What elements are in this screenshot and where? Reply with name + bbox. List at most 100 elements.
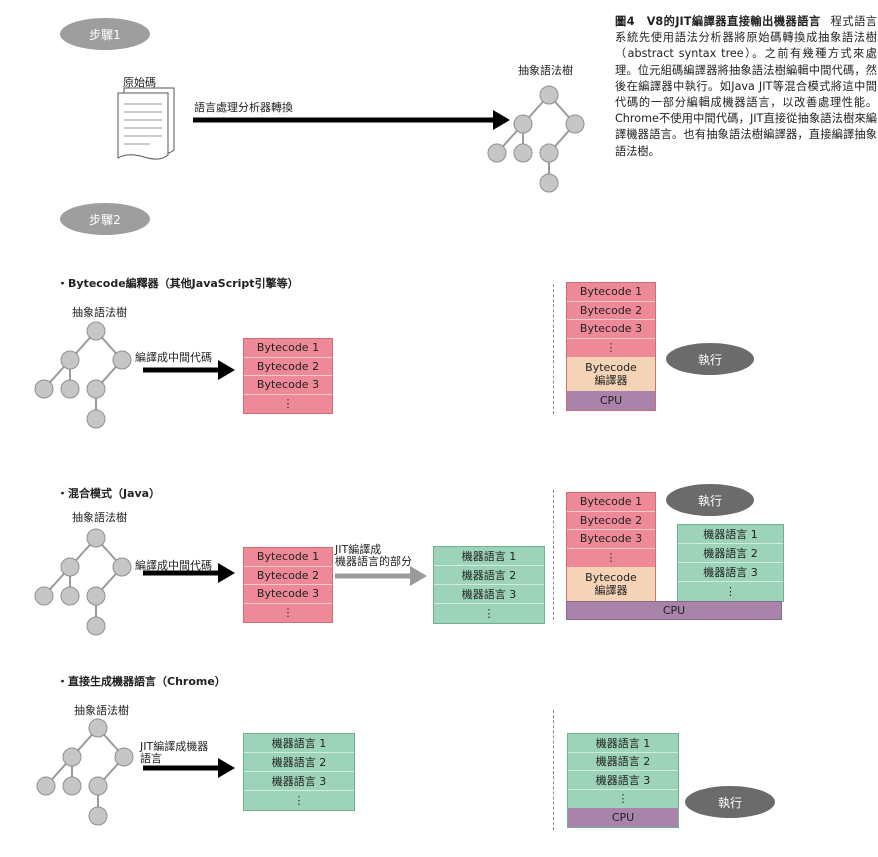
bytecode-compiler-box: Bytecode 編譯器 [567,567,655,601]
arrow-section1 [143,360,235,380]
syntax-tree-step1 [487,85,585,193]
section1-arrow-label: 編譯成中間代碼 [135,351,212,364]
tree-node [86,409,106,429]
tree-node [88,776,108,796]
bytecode-row: Bytecode 3 [244,376,332,395]
machine-code-row: 機器語言 3 [678,563,783,582]
compiler-label-line1: Bytecode [585,571,637,584]
execute-badge-section1: 執行 [666,343,754,375]
tree-node [86,321,106,341]
section1-title: ・Bytecode編釋器（其他JavaScript引擎等） [57,277,299,290]
tree-node [513,143,533,163]
tree-node [539,85,559,105]
arrow-step1 [193,110,510,130]
source-code-label: 原始碼 [123,76,156,89]
compiler-label-line1: Bytecode [585,361,637,374]
tree-node [539,173,559,193]
bytecode-row: Bytecode 3 [567,530,655,549]
step2-badge: 步驟2 [60,203,150,235]
tree-node [539,143,559,163]
machine-code-row: 機器語言 3 [568,771,678,790]
tree-node [62,776,82,796]
bytecode-row: Bytecode 2 [567,511,655,530]
tree-node [88,806,108,826]
bytecode-row: ⋮ [244,394,332,413]
machine-code-row: ⋮ [568,789,678,808]
syntax-tree-section2 [34,528,132,636]
execution-stack-section1: Bytecode 1 Bytecode 2 Bytecode 3 ⋮ Bytec… [566,282,656,411]
tree-node [60,586,80,606]
tree-label-section3: 抽象語法樹 [74,704,129,717]
tree-node [112,350,132,370]
machine-code-row: 機器語言 2 [568,752,678,771]
tree-node [86,379,106,399]
tree-label-section1: 抽象語法樹 [72,306,127,319]
cpu-box-section2: CPU [566,601,782,620]
divider-section2 [553,490,554,620]
divider-section3 [553,710,554,830]
machine-code-row: 機器語言 2 [244,753,354,772]
bytecode-row: Bytecode 1 [567,283,655,302]
parser-arrow-label: 語言處理分析器轉換 [194,101,293,114]
bytecode-row: Bytecode 1 [244,548,332,567]
machine-code-row: ⋮ [244,791,354,810]
machine-code-row: 機器語言 1 [678,525,783,544]
figure-caption: 圖4 V8的JIT編譯器直接輸出機器語言程式語言系統先使用語法分析器將原始碼轉換… [615,14,877,160]
tree-node [60,557,80,577]
bytecode-row: ⋮ [567,548,655,567]
divider-section1 [553,284,554,414]
cpu-box: CPU [567,391,655,410]
bytecode-stack-section2: Bytecode 1 Bytecode 2 Bytecode 3 ⋮ [243,547,333,623]
tree-node [86,528,106,548]
tree-node [34,379,54,399]
machine-code-row: 機器語言 1 [434,547,544,566]
machine-code-row: 機器語言 1 [568,734,678,753]
jit-label-line1: JIT編譯成 [335,543,382,556]
section3-arrow-label-line2: 語言 [140,752,162,765]
bytecode-row: ⋮ [567,338,655,357]
bytecode-row: Bytecode 2 [567,301,655,320]
execute-badge-section2: 執行 [666,484,754,516]
document-icon [117,87,175,160]
execution-machine-stack-section3: 機器語言 1 機器語言 2 機器語言 3 ⋮ CPU [567,733,679,828]
tree-node [62,747,82,767]
tree-node [86,586,106,606]
tree-node [60,350,80,370]
step1-badge: 步驟1 [60,18,150,50]
machine-code-row: ⋮ [678,582,783,601]
execution-machine-stack-section2: 機器語言 1 機器語言 2 機器語言 3 ⋮ [677,524,784,602]
bytecode-row: ⋮ [244,603,332,622]
bytecode-row: Bytecode 2 [244,566,332,585]
section3-arrow-label-line1: JIT編譯成機器 [140,740,209,753]
caption-title: 圖4 V8的JIT編譯器直接輸出機器語言 [615,15,821,28]
execution-stack-section2: Bytecode 1 Bytecode 2 Bytecode 3 ⋮ Bytec… [566,492,656,601]
tree-node [60,379,80,399]
machine-code-stack-section3: 機器語言 1 機器語言 2 機器語言 3 ⋮ [243,733,355,811]
caption-body: 程式語言系統先使用語法分析器將原始碼轉換成抽象語法樹（abstract synt… [615,15,877,158]
bytecode-stack-section1: Bytecode 1 Bytecode 2 Bytecode 3 ⋮ [243,338,333,414]
execute-badge-section3: 執行 [685,786,775,818]
compiler-label-line2: 編譯器 [594,374,628,387]
tree-node [513,114,533,134]
section2-arrow-label: 編譯成中間代碼 [135,559,212,572]
bytecode-row: Bytecode 3 [567,320,655,339]
jit-label-line2: 機器語言的部分 [335,555,412,568]
machine-code-row: 機器語言 3 [244,772,354,791]
tree-label-step1: 抽象語法樹 [518,64,573,77]
bytecode-compiler-box: Bytecode 編譯器 [567,357,655,391]
cpu-box: CPU [568,808,678,827]
tree-node [565,114,585,134]
tree-node [112,557,132,577]
machine-code-row: ⋮ [434,604,544,623]
compiler-label-line2: 編譯器 [594,584,628,597]
arrow-section2 [143,563,235,583]
machine-code-row: 機器語言 2 [434,566,544,585]
bytecode-row: Bytecode 1 [244,339,332,358]
syntax-tree-section1 [34,321,132,429]
tree-node [88,718,108,738]
section3-title: ・直接生成機器語言（Chrome） [57,675,226,688]
tree-node [34,586,54,606]
arrow-section3 [143,758,235,778]
tree-node [86,616,106,636]
